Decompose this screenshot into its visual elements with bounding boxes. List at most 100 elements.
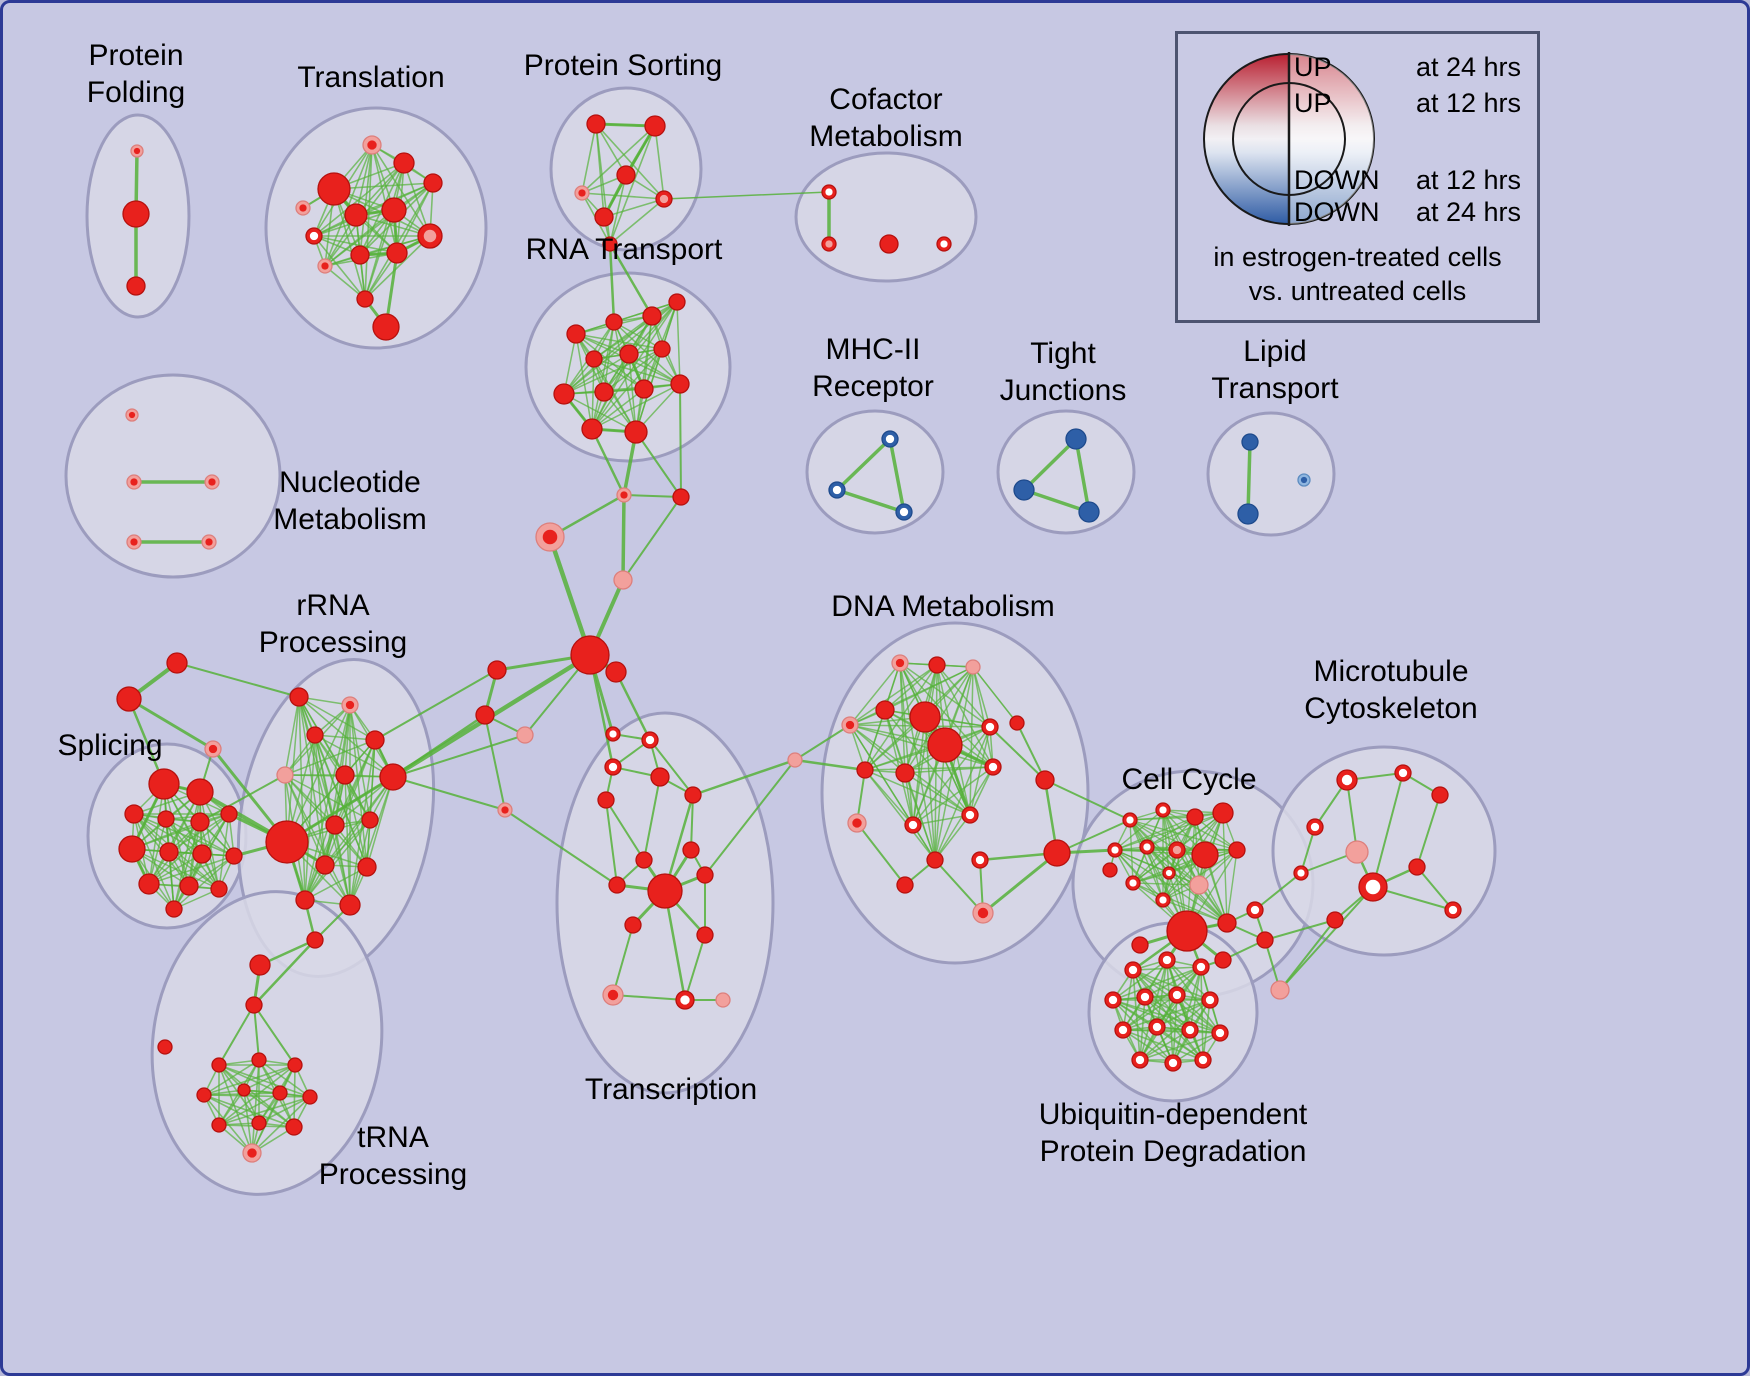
network-node [1256,931,1274,949]
network-node [1189,875,1209,895]
network-edge [912,766,994,826]
network-node [682,841,700,859]
network-node [157,1039,173,1055]
network-node [379,763,407,791]
network-edge [1139,1029,1191,1061]
network-node-core [1172,990,1182,1000]
network-edge [1156,959,1168,1028]
network-edge [563,393,637,433]
network-edge [1016,722,1046,781]
network-node [220,805,238,823]
legend-right-half-fade [1289,54,1374,224]
network-node [126,276,146,296]
network-edge [864,726,991,771]
network-node [909,701,941,733]
network-edge [608,242,654,318]
network-edge [203,1094,295,1128]
legend-up-24-time: at 24 hrs [1415,52,1521,82]
network-edge [654,125,665,200]
network-node [624,420,648,444]
network-node [647,873,683,909]
network-edge [324,209,395,267]
network-node [594,207,614,227]
network-edge [1156,999,1211,1028]
network-edge [127,697,215,751]
network-node [393,152,415,174]
network-node [192,844,212,864]
network-node [642,306,662,326]
network-node-core [825,240,833,248]
network-edge [603,301,678,393]
legend-down-12-label: DOWN [1294,165,1380,195]
network-edge [1122,1029,1204,1061]
network-node-core [832,485,842,495]
network-edge [563,353,630,395]
network-node [423,173,443,193]
network-node-core [975,855,985,865]
network-node [715,992,731,1008]
network-node [927,727,963,763]
network-node [251,1115,267,1131]
network-node-core [1108,995,1118,1005]
network-edge [1146,816,1196,848]
network-edge [253,1004,260,1061]
network-node [879,234,899,254]
network-node-core [1297,869,1305,877]
network-node [553,383,575,405]
network-edge [165,818,235,857]
cluster-label-translation: Translation [297,61,444,94]
network-node-core [1172,845,1182,855]
network-node [1345,840,1369,864]
network-node [1326,911,1344,929]
legend-row-down-24: DOWN at 24 hrs [1178,197,1537,227]
network-edge [1226,849,1238,924]
network-node [1237,503,1259,525]
network-edge [972,666,991,728]
network-node [211,1057,227,1073]
network-node [179,876,199,896]
network-edge [581,192,665,200]
legend-footer: in estrogen-treated cells vs. untreated … [1178,240,1537,308]
network-edge [218,813,230,890]
network-edge [1372,772,1404,888]
network-edge [969,766,994,816]
network-edge [148,813,230,885]
network-edge [1144,966,1202,998]
network-edge [176,662,300,698]
network-edge [203,1094,260,1124]
network-edge [628,353,681,385]
network-node [1228,841,1246,859]
network-node [605,313,623,331]
network-node [287,1057,303,1073]
network-edge [371,144,431,237]
network-node-core [1135,1055,1145,1065]
network-node [1166,910,1208,952]
network-node-core [133,147,141,155]
network-edge [981,851,1059,915]
network-edge [794,724,851,761]
cluster-ellipse-lipid [1206,411,1336,537]
network-edge [1114,816,1196,851]
network-node [245,996,263,1014]
network-node [196,1087,212,1103]
network-edge [1122,994,1178,1031]
network-node-core [1198,1055,1208,1065]
network-node-core [1300,476,1308,484]
network-node-core [1250,905,1260,915]
network-edge [603,198,665,218]
network-edge [1279,886,1374,991]
legend-up-12-time: at 12 hrs [1415,88,1521,118]
network-edge [284,774,368,868]
network-edge [258,1059,311,1098]
network-node-core [208,478,216,486]
network-edge [364,182,434,300]
network-edge [609,174,627,245]
network-edge [1254,872,1302,911]
network-edge [1114,809,1164,851]
network-edge [284,696,300,776]
network-node-core [309,231,319,241]
network-node-core [1159,806,1167,814]
network-node [306,726,324,744]
